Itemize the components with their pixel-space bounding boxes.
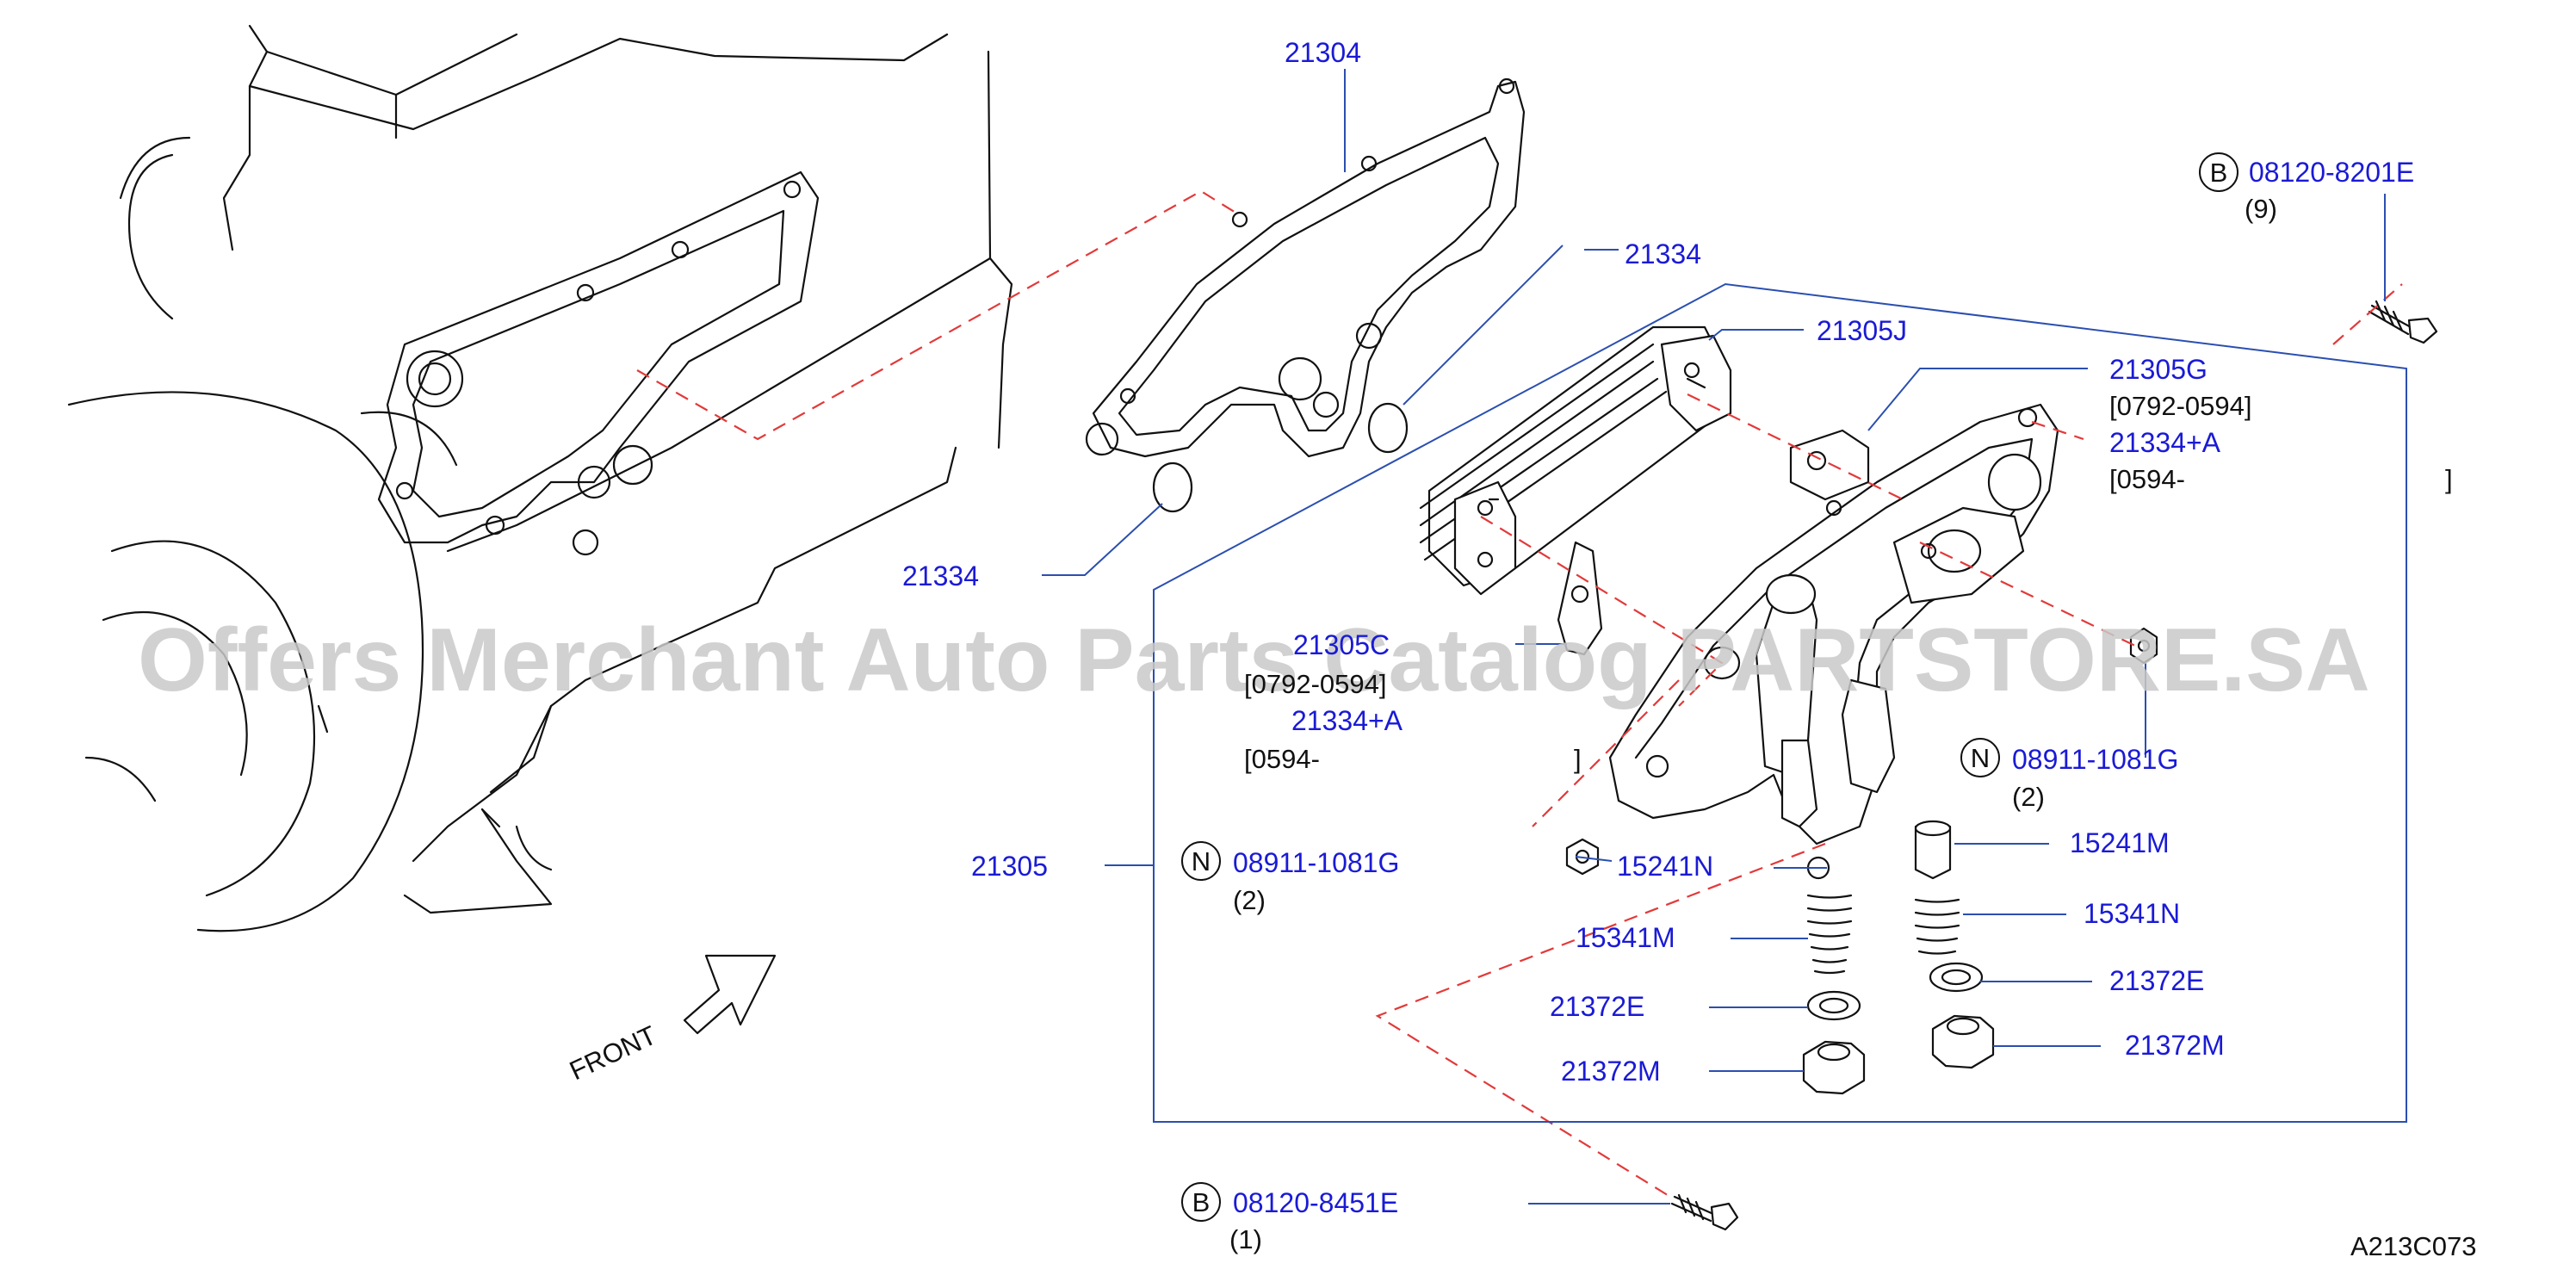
callout-15241M[interactable]: 15241M [2070,827,2170,858]
callout-21372M-left[interactable]: 21372M [1561,1056,1661,1087]
callout-21334A-left[interactable]: 21334+A [1291,705,1403,736]
nut-right-drawing [2129,627,2158,665]
fastener-nut-right[interactable]: N 08911-1081G (2) [1960,738,2178,812]
valve-parts-left-drawing [1802,856,1866,1095]
gasket-21305c-drawing [1557,541,1603,656]
fastener-bolt-top[interactable]: B 08120-8201E (9) [2199,152,2414,224]
fastener-qty: (2) [2012,782,2045,812]
leader-lines [1042,69,2407,1205]
callout-21304[interactable]: 21304 [1285,37,1361,68]
install-lines [636,189,2403,1198]
callout-21334A-left-bracket: ] [1574,744,1582,774]
fastener-part-number[interactable]: 08911-1081G [1233,847,1399,878]
prefix-badge [1960,738,2000,777]
prefix-badge-letter: B [2210,158,2228,188]
callout-15341M[interactable]: 15341M [1576,922,1675,953]
fastener-part-number[interactable]: 08120-8451E [1233,1187,1398,1218]
bolt-bottom-drawing [1670,1193,1739,1231]
callout-21372E-right[interactable]: 21372E [2109,965,2204,996]
diagram-id: A213C073 [2350,1231,2477,1261]
oil-cooler-housing-drawing [1608,403,2059,845]
callout-21334-top[interactable]: 21334 [1625,238,1701,269]
fastener-nut-left[interactable]: N 08911-1081G (2) [1181,841,1399,915]
callout-21305C[interactable]: 21305C [1293,629,1390,660]
fastener-part-number[interactable]: 08911-1081G [2012,744,2178,775]
valve-parts-right-drawing [1914,820,1995,1069]
callout-21334A-right-bracket: ] [2445,464,2453,494]
callout-21305C-date: [0792-0594] [1244,669,1386,699]
prefix-badge-letter: N [1971,743,1990,773]
engine-block-drawing [67,24,1013,932]
callout-15341N[interactable]: 15341N [2084,898,2180,929]
gasket-21304-drawing [1085,77,1526,458]
callout-21334A-right[interactable]: 21334+A [2109,427,2221,458]
callout-21305G-date: [0792-0594] [2109,391,2251,421]
callout-21334-left[interactable]: 21334 [902,560,979,591]
front-label: FRONT [565,1019,661,1086]
callout-21305J[interactable]: 21305J [1817,315,1907,346]
callout-15241N[interactable]: 15241N [1617,851,1713,882]
fastener-qty: (9) [2245,194,2277,224]
callout-21305G[interactable]: 21305G [2109,354,2208,385]
prefix-badge [1181,841,1221,881]
fastener-qty: (1) [1229,1224,1262,1254]
prefix-badge-letter: N [1192,846,1211,876]
o-ring-21334-upper [1367,402,1409,454]
callout-21305[interactable]: 21305 [971,851,1048,882]
o-ring-21334-lower [1152,461,1193,513]
prefix-badge [1181,1182,1221,1222]
callout-21334A-left-date: [0594- [1244,744,1320,774]
bolt-top-drawing [2368,300,2438,344]
callout-21372E-left[interactable]: 21372E [1550,991,1644,1022]
prefix-badge [2199,152,2239,192]
fastener-qty: (2) [1233,885,1266,915]
gasket-21305g-drawing [1789,429,1870,501]
front-arrow-icon [683,954,777,1035]
oil-cooler-core-drawing [1419,325,1732,596]
fastener-part-number[interactable]: 08120-8201E [2249,157,2414,188]
callout-21334A-right-date: [0594- [2109,464,2185,494]
watermark-text: Offers Merchant Auto Parts Catalog PARTS… [138,610,2370,710]
prefix-badge-letter: B [1192,1187,1211,1217]
callout-21372M-right[interactable]: 21372M [2125,1030,2225,1061]
fastener-bolt-bottom[interactable]: B 08120-8451E (1) [1181,1182,1398,1254]
